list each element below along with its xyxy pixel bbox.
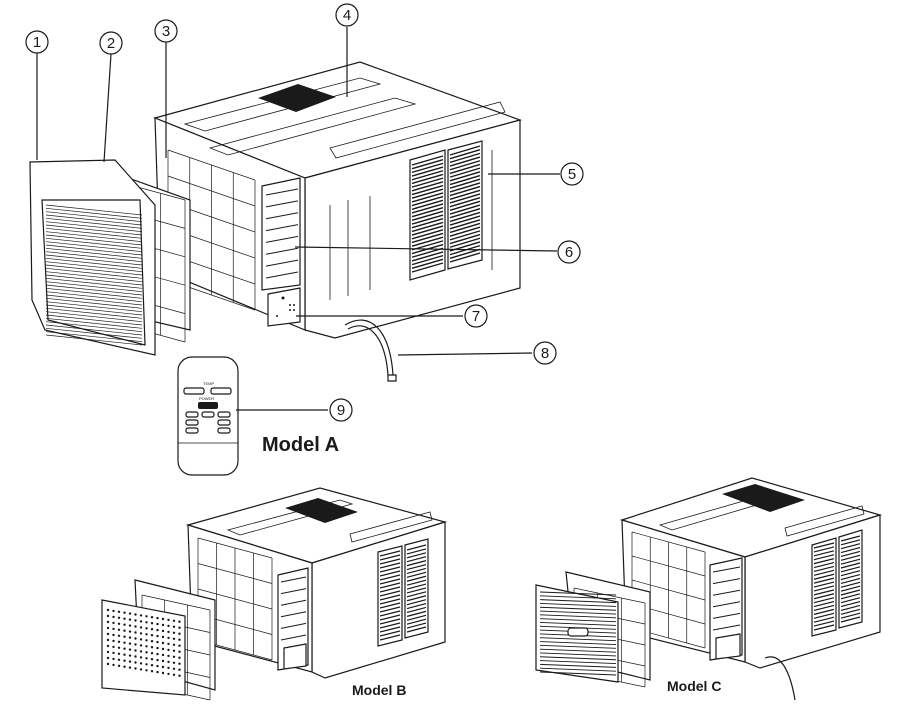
callout-3: 3 (154, 19, 178, 43)
callout-2: 2 (99, 31, 123, 55)
svg-text:6: 6 (565, 244, 573, 261)
svg-text:5: 5 (568, 166, 576, 183)
svg-text:7: 7 (472, 308, 480, 325)
svg-text:9: 9 (337, 402, 345, 419)
callout-4: 4 (335, 3, 359, 27)
svg-text:8: 8 (541, 345, 549, 362)
remote-temp-label: TEMP (203, 381, 214, 386)
top-vent-icon (258, 84, 336, 112)
callout-9: 9 (329, 398, 353, 422)
leader-lines (36, 27, 560, 411)
model-b-label: Model B (352, 682, 406, 698)
svg-text:2: 2 (107, 35, 115, 52)
model-a-unit (29, 61, 522, 382)
callout-7: 7 (464, 304, 488, 328)
air-louver-panel (261, 177, 301, 291)
side-louver-grid (409, 140, 483, 281)
model-b-unit (101, 487, 448, 701)
model-c-label: Model C (667, 678, 721, 694)
control-panel-icon (267, 287, 301, 327)
front-grille-icon (29, 159, 156, 356)
remote-control-icon: TEMP POWER (177, 356, 239, 476)
power-cord-icon (344, 319, 397, 382)
model-c-unit (535, 477, 883, 701)
remote-power-label: POWER (199, 396, 214, 401)
svg-text:1: 1 (33, 34, 41, 51)
svg-text:4: 4 (343, 7, 351, 24)
callout-1: 1 (25, 30, 49, 54)
model-a-label: Model A (262, 434, 339, 456)
callout-5: 5 (560, 162, 584, 186)
callout-8: 8 (533, 341, 557, 365)
svg-text:3: 3 (162, 23, 170, 40)
callout-6: 6 (557, 240, 581, 264)
